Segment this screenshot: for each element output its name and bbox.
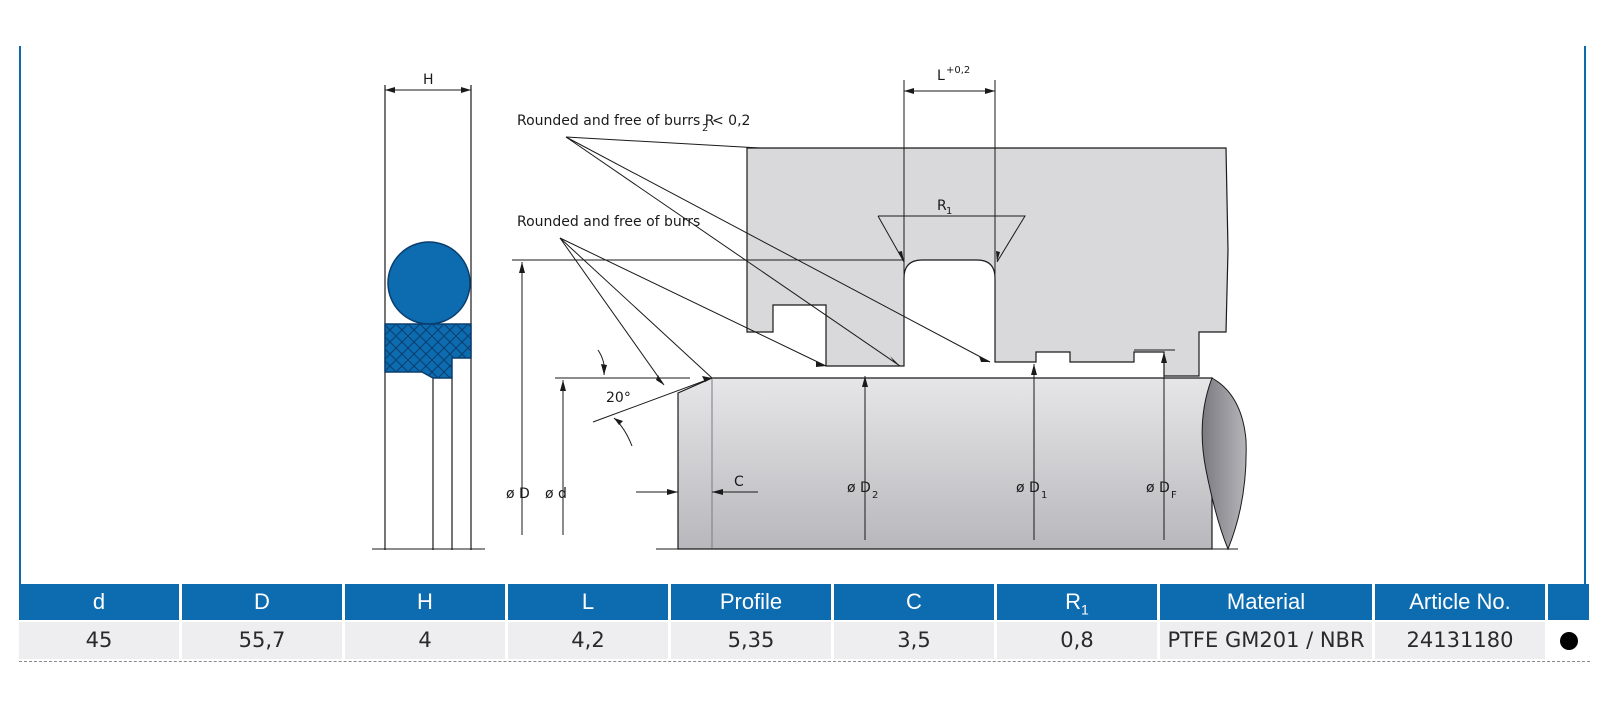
label-phi-df-sub: F	[1171, 490, 1177, 501]
drawing-frame	[19, 46, 1586, 586]
cell-article-no[interactable]: 24131180	[1375, 622, 1545, 659]
label-r2-sub: 2	[702, 123, 708, 134]
label-phi-d1: ø D	[1016, 480, 1040, 496]
table-row[interactable]: 45 55,7 4 4,2 5,35 3,5 0,8 PTFE GM201 / …	[19, 620, 1590, 659]
table-header-row: d D H L Profile C R1 Material Article No…	[19, 584, 1590, 620]
cell-h: 4	[345, 622, 505, 659]
technical-drawing: H	[372, 65, 1247, 551]
row-divider	[19, 661, 1590, 662]
header-article-no: Article No.	[1375, 584, 1545, 620]
shaft	[656, 377, 1247, 551]
label-r2-note: Rounded and free of burrs R	[517, 113, 715, 129]
o-ring-circle	[387, 241, 471, 325]
arrow-heads	[519, 88, 1167, 495]
label-burrs: Rounded and free of burrs	[517, 214, 700, 230]
header-profile: Profile	[671, 584, 831, 620]
header-availability	[1548, 584, 1589, 620]
housing	[746, 147, 1229, 377]
label-l: L	[937, 68, 945, 84]
label-phi-d-outer: ø D	[506, 486, 530, 502]
header-outer-d: D	[182, 584, 342, 620]
label-phi-d1-sub: 1	[1041, 490, 1047, 501]
label-phi-df: ø D	[1146, 480, 1170, 496]
ptfe-profile	[384, 323, 472, 379]
cell-availability	[1548, 622, 1589, 659]
cell-outer-d: 55,7	[182, 622, 342, 659]
dimension-table: d D H L Profile C R1 Material Article No…	[19, 584, 1590, 659]
label-angle: 20°	[606, 390, 631, 406]
cell-l: 4,2	[508, 622, 668, 659]
header-l: L	[508, 584, 668, 620]
label-r1-sub: 1	[946, 206, 952, 217]
seal-cross-section: H	[372, 72, 485, 550]
label-phi-d2-sub: 2	[872, 490, 878, 501]
label-phi-d2: ø D	[847, 480, 871, 496]
header-r1: R1	[997, 584, 1157, 620]
label-phi-d-inner: ø d	[545, 486, 567, 502]
cell-material: PTFE GM201 / NBR	[1160, 622, 1372, 659]
filled-circle-icon	[1559, 632, 1578, 650]
diagram-labels: L +0,2 Rounded and free of burrs R 2 < 0…	[506, 65, 1177, 502]
cell-c: 3,5	[834, 622, 994, 659]
label-r2-value: < 0,2	[712, 113, 750, 129]
label-l-tolerance: +0,2	[946, 65, 970, 76]
cell-d: 45	[19, 622, 179, 659]
label-c: C	[734, 474, 744, 490]
header-c: C	[834, 584, 994, 620]
header-r-sub: 1	[1081, 601, 1089, 618]
header-d: d	[19, 584, 179, 620]
cell-r1: 0,8	[997, 622, 1157, 659]
header-h: H	[345, 584, 505, 620]
label-h: H	[423, 72, 434, 88]
cell-profile: 5,35	[671, 622, 831, 659]
header-material: Material	[1160, 584, 1372, 620]
label-r1: R	[937, 198, 947, 214]
header-r-text: R	[1065, 589, 1082, 614]
